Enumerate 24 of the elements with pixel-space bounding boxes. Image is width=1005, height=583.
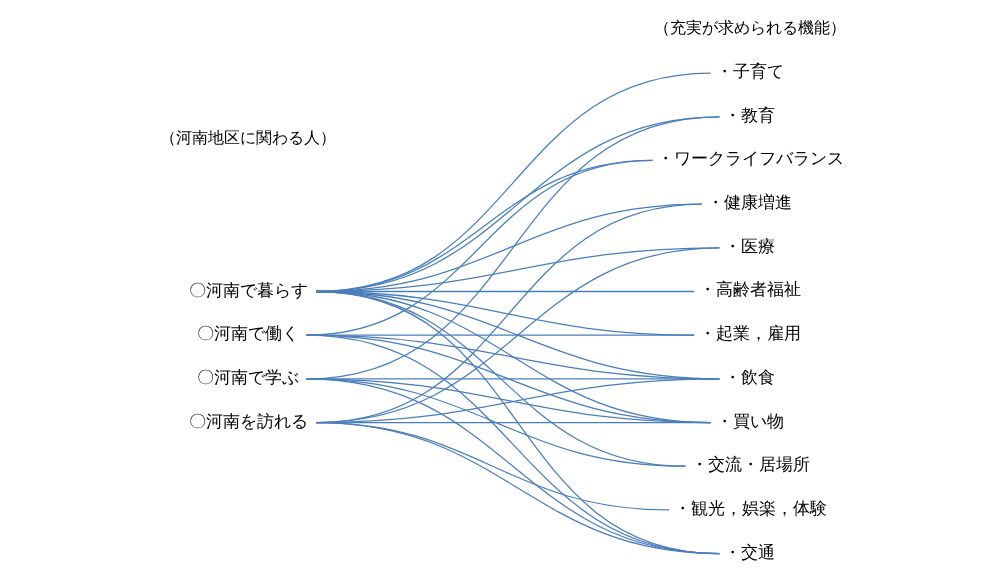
node-text: ・ワークライフバランス: [656, 149, 844, 169]
node-text: ・観光，娯楽，体験: [673, 498, 827, 518]
connector: [305, 378, 720, 555]
node-text: ・医療: [723, 236, 775, 256]
node-text: ・起業，雇用: [698, 324, 801, 344]
connector: [315, 290, 720, 555]
node-text: ・健康増進: [706, 193, 792, 213]
label: （充実が求められる機能）: [653, 19, 846, 38]
node-text: ・教育: [723, 105, 775, 125]
node-text: ・交通: [723, 542, 775, 562]
node-text: 〇河南で暮らす: [188, 279, 308, 300]
connector: [305, 159, 653, 336]
node-text: 〇河南で学ぶ: [196, 367, 299, 388]
node-text: ・飲食: [723, 367, 775, 387]
connector: [315, 421, 720, 555]
connector: [305, 116, 720, 380]
node-text: 〇河南で働く: [196, 323, 299, 344]
node-text: ・高齢者福祉: [698, 280, 801, 300]
label: （河南地区に関わる人）: [159, 128, 336, 147]
node-text: 〇河南を訪れる: [188, 410, 308, 431]
node-text: ・交流・居場所: [690, 455, 810, 475]
connector: [305, 334, 720, 555]
node-text: ・子育て: [715, 62, 784, 82]
node-text: ・買い物: [715, 411, 784, 431]
